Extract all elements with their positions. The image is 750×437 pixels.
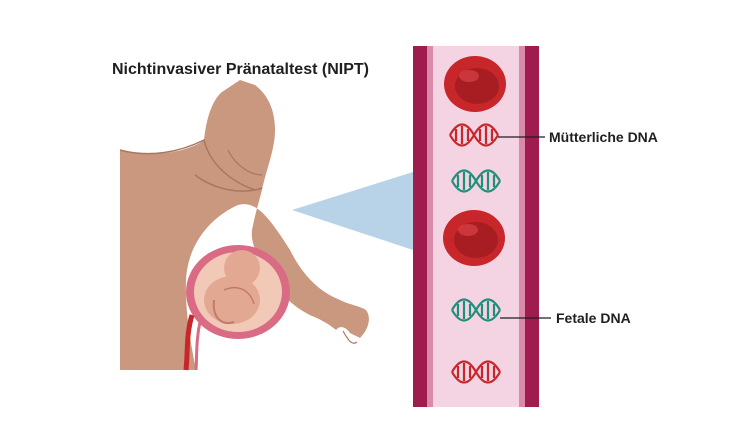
- zoom-cone: [292, 172, 413, 250]
- label-fetal-dna: Fetale DNA: [556, 310, 631, 326]
- red-blood-cell-icon: [443, 210, 505, 266]
- red-blood-cell-icon: [444, 56, 506, 112]
- torso-illustration: [119, 80, 369, 370]
- diagram-title: Nichtinvasiver Pränataltest (NIPT): [112, 61, 369, 78]
- label-maternal-dna: Mütterliche DNA: [549, 129, 658, 145]
- uterus-fetus-illustration: [183, 245, 290, 371]
